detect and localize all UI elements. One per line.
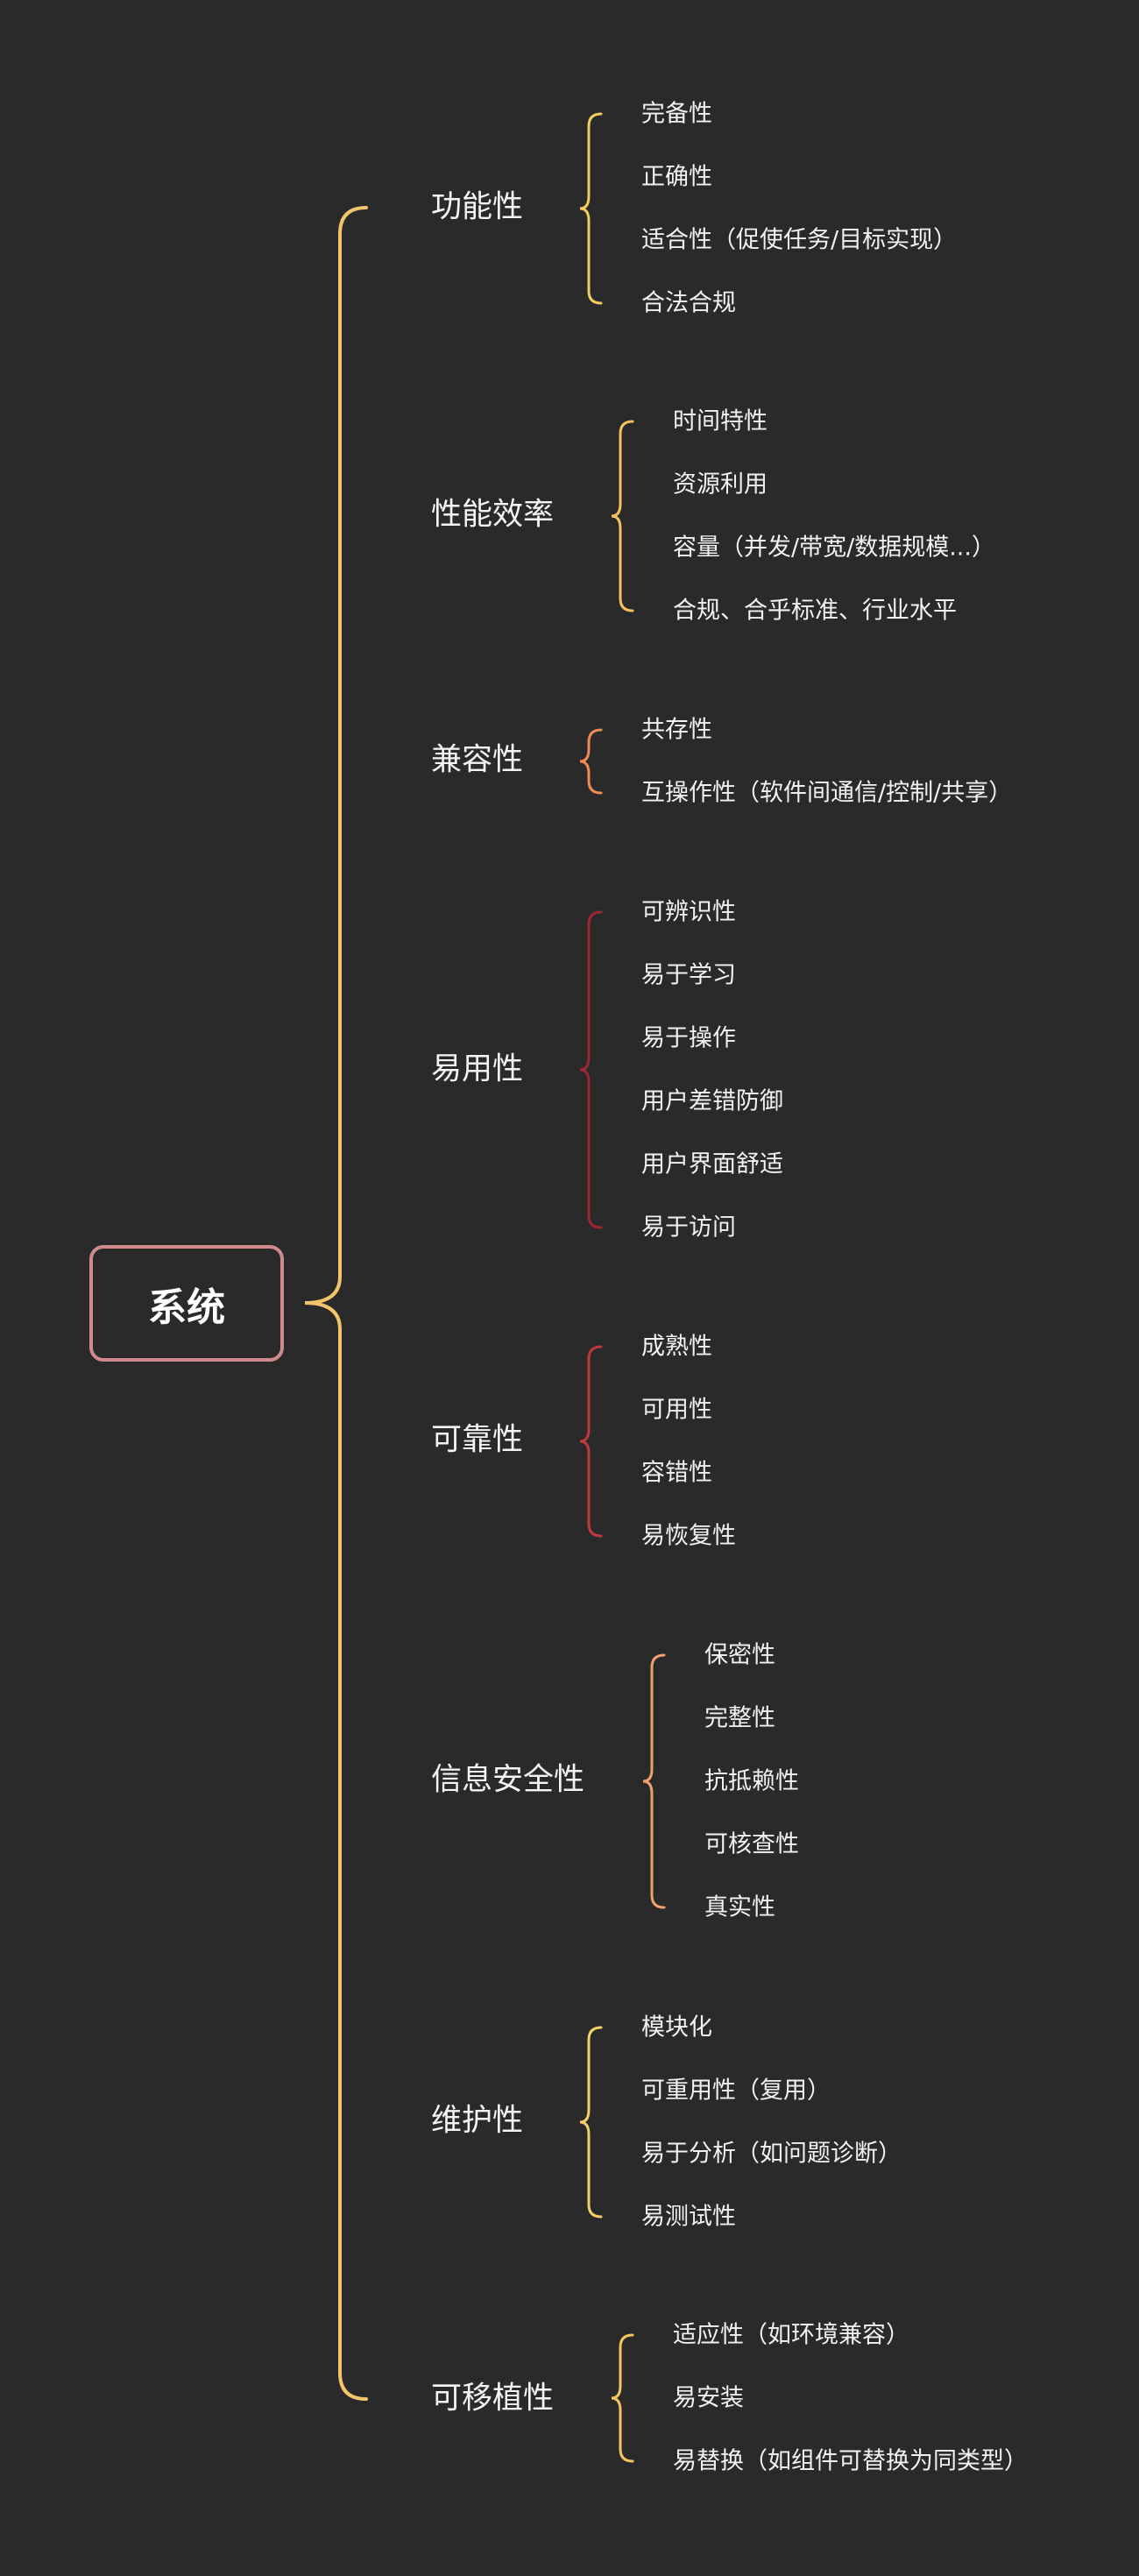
sub-bracket [579, 1345, 603, 1538]
leaf-label: 时间特性 [673, 407, 768, 435]
leaf-label: 适应性（如环境兼容） [673, 2321, 909, 2349]
leaf-label: 易于分析（如问题诊断） [641, 2140, 902, 2168]
main-bracket [304, 206, 368, 2401]
root-node: 系统 [89, 1245, 284, 1362]
leaf-label: 合规、合乎标准、行业水平 [673, 597, 957, 625]
leaf-label: 易替换（如组件可替换为同类型） [673, 2447, 1028, 2475]
leaf-label: 易安装 [673, 2384, 744, 2412]
leaf-label: 完备性 [641, 100, 712, 128]
leaf-label: 完整性 [704, 1704, 775, 1732]
leaf-label: 抗抵赖性 [704, 1767, 799, 1795]
leaf-label: 易于访问 [641, 1214, 736, 1242]
leaf-label: 易于操作 [641, 1024, 736, 1052]
branch-label: 维护性 [431, 2103, 524, 2139]
branch-label: 易用性 [431, 1051, 524, 1087]
leaf-label: 易恢复性 [641, 1522, 736, 1550]
branch-label: 功能性 [431, 189, 524, 225]
leaf-label: 保密性 [704, 1641, 775, 1669]
leaf-label: 用户差错防御 [641, 1087, 783, 1115]
branch-label: 兼容性 [431, 742, 524, 778]
sub-bracket [611, 420, 634, 612]
sub-bracket [579, 2026, 603, 2219]
leaf-label: 合法合规 [641, 289, 736, 317]
sub-bracket [642, 1653, 666, 1909]
leaf-label: 真实性 [704, 1893, 775, 1921]
leaf-label: 易测试性 [641, 2203, 736, 2231]
leaf-label: 可用性 [641, 1396, 712, 1424]
leaf-label: 成熟性 [641, 1333, 712, 1361]
leaf-label: 可核查性 [704, 1830, 799, 1858]
leaf-label: 适合性（促使任务/目标实现） [641, 226, 958, 254]
leaf-label: 可辨识性 [641, 898, 736, 926]
sub-bracket [579, 112, 603, 305]
leaf-label: 共存性 [641, 716, 712, 744]
leaf-label: 容错性 [641, 1459, 712, 1487]
leaf-label: 模块化 [641, 2013, 712, 2042]
branch-label: 可靠性 [431, 1422, 524, 1458]
leaf-label: 容量（并发/带宽/数据规模...） [673, 534, 995, 562]
leaf-label: 可重用性（复用） [641, 2077, 831, 2105]
leaf-label: 用户界面舒适 [641, 1150, 783, 1178]
leaf-label: 易于学习 [641, 961, 736, 989]
sub-bracket [611, 2333, 634, 2463]
branch-label: 信息安全性 [431, 1762, 585, 1798]
leaf-label: 资源利用 [673, 471, 768, 499]
sub-bracket [579, 910, 603, 1229]
branch-label: 可移植性 [431, 2381, 555, 2417]
root-label: 系统 [148, 1284, 225, 1330]
leaf-label: 正确性 [641, 163, 712, 191]
branch-label: 性能效率 [431, 497, 555, 533]
leaf-label: 互操作性（软件间通信/控制/共享） [641, 779, 1013, 807]
sub-bracket [579, 728, 603, 795]
